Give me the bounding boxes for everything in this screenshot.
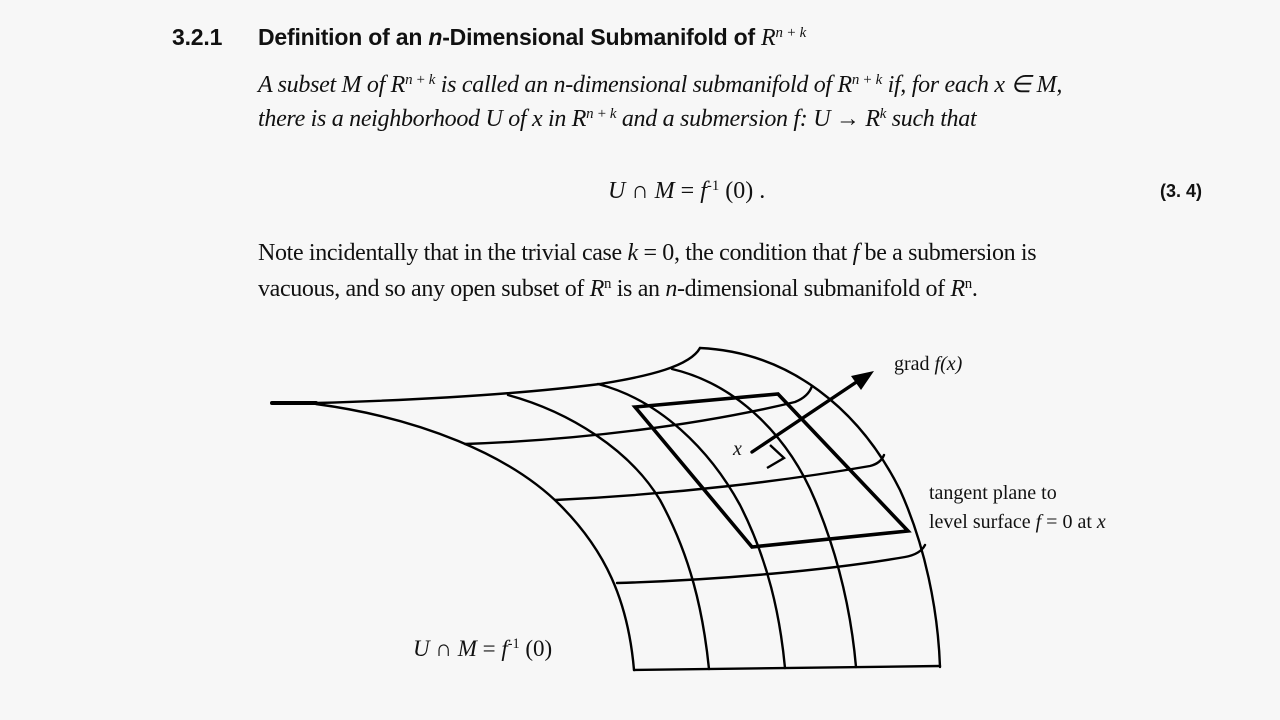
section-title-prefix: Definition of an [258,24,429,50]
arrowhead-icon [851,371,874,390]
section-title-suffix: -Dimensional Submanifold of [442,24,755,50]
right-angle-marker [766,444,786,470]
surface-right-edge [698,346,942,669]
grid-vertical-1 [506,393,711,671]
equation-3-4: U ∩ M = f-1 (0) . [608,177,766,204]
grid-horizontal-2 [553,453,886,502]
grid-vertical-3 [670,367,858,669]
grid-horizontal-3 [615,543,927,585]
grid-horizontal-1 [463,384,814,446]
definition-line-1: A subset M of Rn + k is called an n-dime… [258,71,1063,98]
label-point-x: x [733,438,742,460]
label-tangent-plane-line-2: level surface f = 0 at x [929,511,1106,533]
note-line-2: vacuous, and so any open subset of Rn is… [258,275,978,302]
gradient-arrow [750,371,874,454]
label-level-set: U ∩ M = f-1 (0) [413,636,553,661]
section-title-n: n [428,24,443,50]
equation-number: (3. 4) [1160,181,1203,201]
section-title-space: Rn + k [761,24,806,51]
definition-line-2: there is a neighborhood U of x in Rn + k… [258,105,977,132]
tangent-plane [631,392,912,549]
note-line-1: Note incidentally that in the trivial ca… [258,240,1037,266]
section-heading: 3.2.1 Definition of an n-Dimensional Subm… [172,24,806,52]
label-tangent-plane-line-1: tangent plane to [929,482,1057,504]
surface-bottom-edge [632,664,942,672]
label-grad-fx: grad f(x) [894,353,963,375]
surface-top-edge [314,346,702,405]
section-number: 3.2.1 [172,24,223,50]
